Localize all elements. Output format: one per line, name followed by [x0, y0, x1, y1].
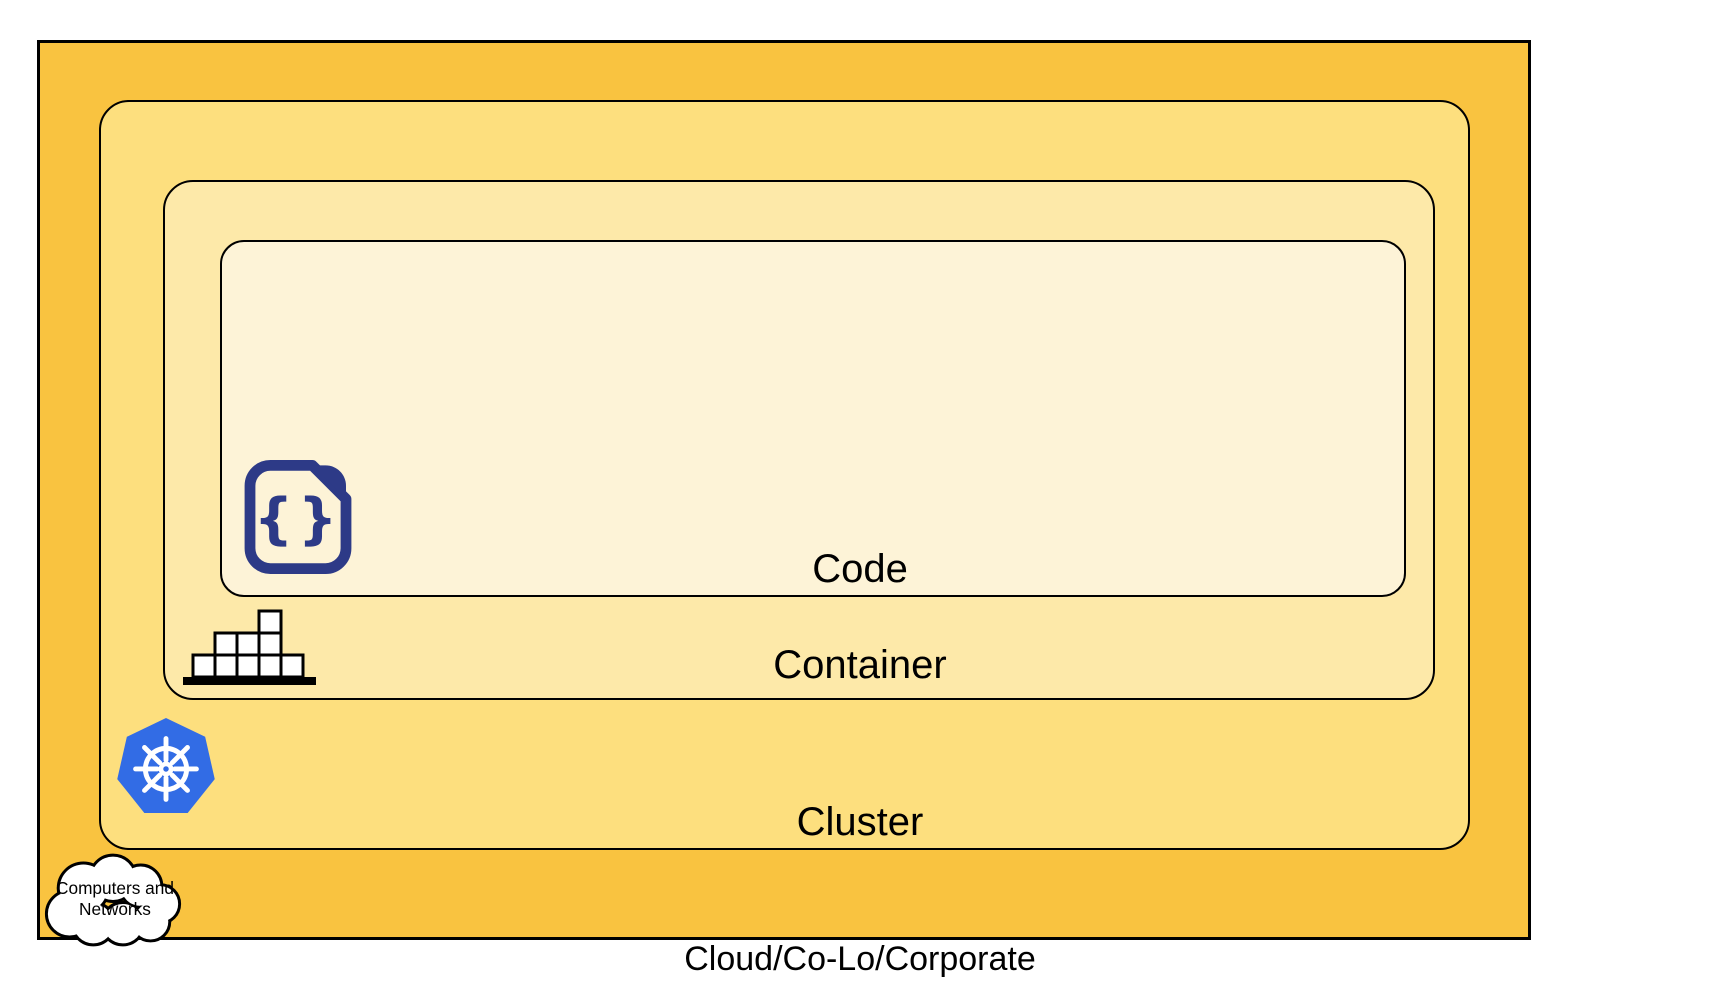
cloud-icon: Computers and Networks: [40, 852, 188, 948]
cloud-caption-line2: Networks: [79, 899, 151, 919]
datacenter-label-line1: Cloud/Co-Lo/Corporate: [684, 940, 1036, 978]
cloud-fill-pass: [47, 856, 179, 944]
container-layer-label: Container: [773, 643, 947, 687]
helm-hub-dot: [163, 766, 169, 772]
kubernetes-icon: [115, 710, 217, 824]
crate-base-bar: [183, 677, 316, 685]
cloud-caption-line1: Computers and: [56, 878, 174, 898]
container-stack-icon: [183, 609, 316, 685]
layer-code-box: [220, 240, 1406, 597]
helm-spokes: [133, 736, 199, 802]
code-braces-glyph: {}: [254, 487, 342, 551]
code-layer-label: Code: [812, 547, 908, 591]
code-file-outline: [244, 460, 352, 574]
datacenter-layer-label: Cloud/Co-Lo/Corporate Datacenter: [0, 862, 1720, 992]
code-file-icon: {}: [238, 456, 358, 578]
cluster-layer-label: Cluster: [796, 800, 924, 844]
crate: [257, 609, 283, 635]
